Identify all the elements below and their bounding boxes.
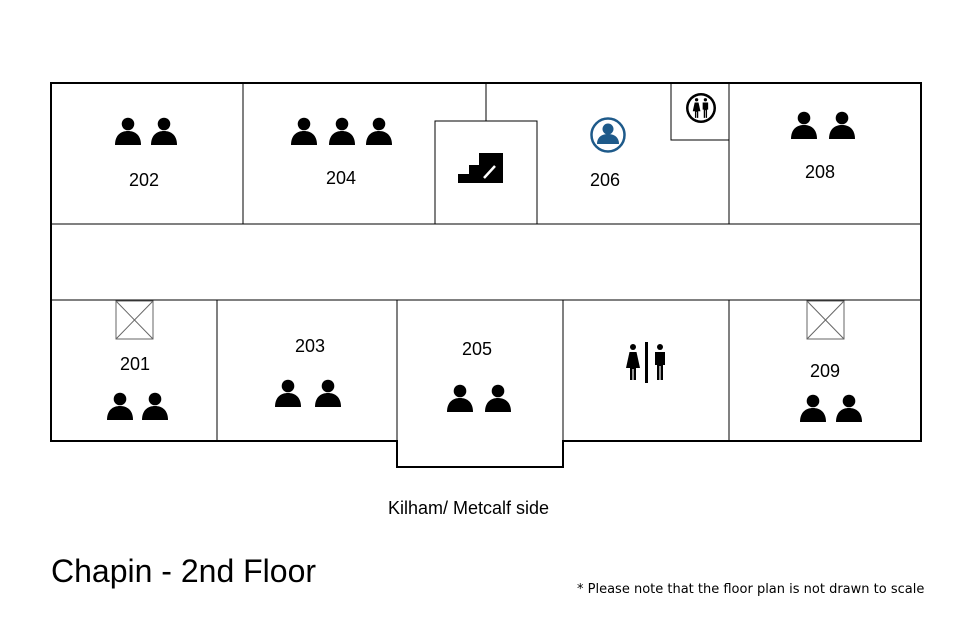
room-206: 206: [590, 117, 626, 190]
room-205: 205: [447, 339, 511, 412]
room-label-206: 206: [590, 170, 620, 190]
person-icon: [829, 111, 855, 139]
room-label-208: 208: [805, 162, 835, 182]
elevator-icon: [115, 300, 154, 340]
side-label: Kilham/ Metcalf side: [388, 498, 550, 518]
room-label-209: 209: [810, 361, 840, 381]
room-201: 201: [107, 300, 168, 420]
room-202: 202: [115, 117, 177, 190]
restroom-icon: [626, 342, 665, 383]
room-209: 209: [800, 300, 862, 422]
room-208: 208: [791, 111, 855, 182]
interior-walls: [51, 83, 921, 467]
person-icon: [151, 117, 177, 145]
person-icon: [836, 394, 862, 422]
person-icon: [115, 117, 141, 145]
room-204: 204: [291, 117, 392, 188]
person-icon: [315, 379, 341, 407]
person-icon: [275, 379, 301, 407]
room-label-201: 201: [120, 354, 150, 374]
floor-title: Chapin - 2nd Floor: [51, 553, 317, 589]
person-icon: [800, 394, 826, 422]
person-icon: [791, 111, 817, 139]
person-icon: [485, 384, 511, 412]
person-icon: [329, 117, 355, 145]
elevator-icon: [806, 300, 845, 340]
restroom-icon: [686, 93, 716, 123]
scale-note: * Please note that the floor plan is not…: [577, 582, 925, 597]
room-label-202: 202: [129, 170, 159, 190]
room-203: 203: [275, 336, 341, 407]
room-label-204: 204: [326, 168, 356, 188]
person-icon: [291, 117, 317, 145]
person-circle-icon: [590, 117, 626, 153]
person-icon: [366, 117, 392, 145]
person-icon: [142, 392, 168, 420]
person-icon: [107, 392, 133, 420]
room-label-203: 203: [295, 336, 325, 356]
stairs-icon: [458, 153, 503, 183]
room-label-205: 205: [462, 339, 492, 359]
person-icon: [447, 384, 473, 412]
